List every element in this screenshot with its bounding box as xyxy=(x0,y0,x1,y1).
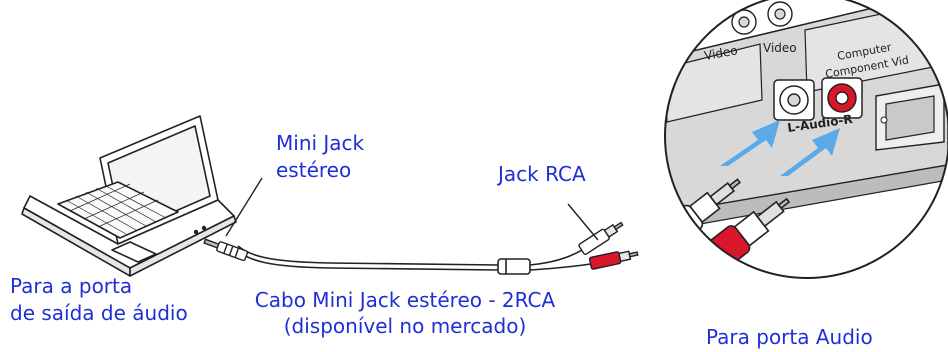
mini-jack-plug-icon xyxy=(203,238,249,262)
cable-label-line2: (disponível no mercado) xyxy=(283,314,527,338)
panel-label-video-right: Video xyxy=(763,41,797,55)
arrow-right-icon xyxy=(720,120,840,176)
panel-label-video-left: Video xyxy=(703,43,739,63)
laptop-port-label: Para a porta xyxy=(10,274,133,298)
mini-jack-leader-line xyxy=(225,177,263,237)
dsub-port-icon xyxy=(875,83,945,151)
cable-rca-plug-white-icon xyxy=(578,221,624,255)
zoom-circle-outline xyxy=(664,0,948,279)
jack-rca-leader-line xyxy=(567,203,599,241)
projector-port-label: Para porta Audio xyxy=(706,325,873,349)
audio-jack-red-icon xyxy=(821,77,863,119)
laptop-icon xyxy=(21,115,237,277)
cable xyxy=(237,243,597,275)
laptop-port-label-line2: de saída de áudio xyxy=(10,301,188,325)
audio-jack-white-icon xyxy=(773,79,815,121)
jack-rca-label: Jack RCA xyxy=(498,162,586,186)
mini-jack-label: Mini Jack xyxy=(276,131,365,155)
mini-jack-label-line2: estéreo xyxy=(276,158,352,182)
cable-label: Cabo Mini Jack estéreo - 2RCA xyxy=(254,288,556,312)
cable-rca-plug-red-icon xyxy=(588,250,639,270)
projector-panel-zoom: Video Video Computer Component Vid L-Aud… xyxy=(665,0,948,278)
